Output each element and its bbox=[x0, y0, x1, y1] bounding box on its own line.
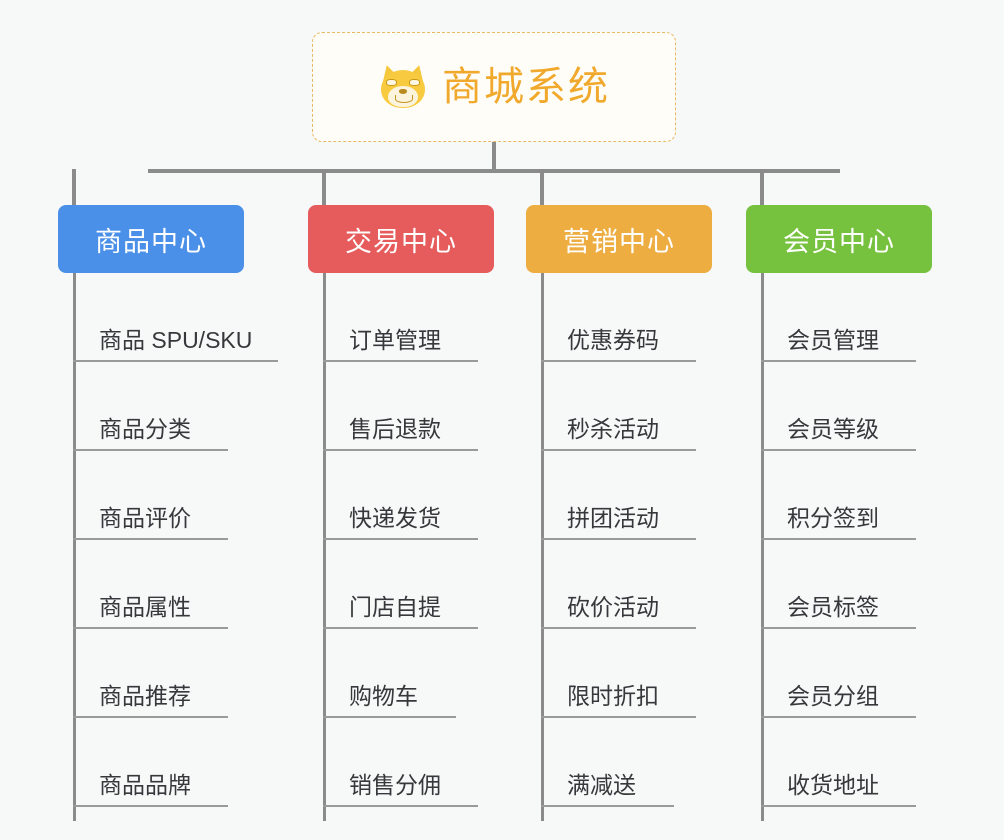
leaf-list-trade-center: 订单管理售后退款快递发货门店自提购物车销售分佣 bbox=[323, 273, 478, 807]
connector-drop-product-center bbox=[72, 169, 76, 205]
leaf-list-marketing-center: 优惠券码秒杀活动拼团活动砍价活动限时折扣满减送 bbox=[541, 273, 696, 807]
leaf-item-label: 优惠券码 bbox=[567, 327, 659, 353]
leaf-item-label: 秒杀活动 bbox=[567, 416, 659, 442]
leaf-item-label: 满减送 bbox=[567, 772, 636, 798]
connector-root-stem bbox=[492, 142, 496, 171]
leaf-item-label: 会员管理 bbox=[787, 327, 879, 353]
leaf-item[interactable]: 秒杀活动 bbox=[541, 362, 696, 451]
leaf-item[interactable]: 商品属性 bbox=[73, 540, 228, 629]
leaf-item-label: 订单管理 bbox=[349, 327, 441, 353]
leaf-item[interactable]: 订单管理 bbox=[323, 273, 478, 362]
branch-trunk-marketing-center bbox=[541, 273, 544, 821]
leaf-item-label: 售后退款 bbox=[349, 416, 441, 442]
shiba-inu-icon bbox=[378, 62, 428, 110]
leaf-item[interactable]: 拼团活动 bbox=[541, 451, 696, 540]
leaf-item-label: 门店自提 bbox=[349, 594, 441, 620]
branch-trunk-trade-center bbox=[323, 273, 326, 821]
leaf-item-label: 收货地址 bbox=[787, 772, 879, 798]
leaf-item[interactable]: 商品分类 bbox=[73, 362, 228, 451]
shiba-nose-icon bbox=[399, 89, 407, 94]
connector-drop-trade-center bbox=[322, 169, 326, 205]
leaf-item[interactable]: 收货地址 bbox=[761, 718, 916, 807]
leaf-item[interactable]: 积分签到 bbox=[761, 451, 916, 540]
leaf-item[interactable]: 购物车 bbox=[323, 629, 456, 718]
leaf-item-label: 商品评价 bbox=[99, 505, 191, 531]
leaf-item-label: 会员标签 bbox=[787, 594, 879, 620]
leaf-item[interactable]: 商品推荐 bbox=[73, 629, 228, 718]
branch-trunk-member-center bbox=[761, 273, 764, 821]
leaf-item-label: 限时折扣 bbox=[567, 683, 659, 709]
root-title: 商城系统 bbox=[442, 65, 610, 109]
leaf-item-label: 商品 SPU/SKU bbox=[99, 327, 253, 353]
leaf-item[interactable]: 会员标签 bbox=[761, 540, 916, 629]
leaf-item[interactable]: 商品评价 bbox=[73, 451, 228, 540]
leaf-item[interactable]: 优惠券码 bbox=[541, 273, 696, 362]
branch-trunk-product-center bbox=[73, 273, 76, 821]
leaf-item[interactable]: 商品品牌 bbox=[73, 718, 228, 807]
connector-drop-member-center bbox=[760, 169, 764, 205]
leaf-item[interactable]: 会员等级 bbox=[761, 362, 916, 451]
branch-product-center: 商品中心商品 SPU/SKU 商品分类商品评价商品属性商品推荐商品品牌 bbox=[58, 205, 278, 821]
leaf-item-label: 购物车 bbox=[349, 683, 418, 709]
branch-marketing-center: 营销中心优惠券码秒杀活动拼团活动砍价活动限时折扣满减送 bbox=[526, 205, 712, 821]
connector-drop-marketing-center bbox=[540, 169, 544, 205]
leaf-item[interactable]: 满减送 bbox=[541, 718, 674, 807]
leaf-item[interactable]: 会员管理 bbox=[761, 273, 916, 362]
leaf-item[interactable]: 商品 SPU/SKU bbox=[73, 273, 278, 362]
leaf-list-member-center: 会员管理会员等级积分签到会员标签会员分组收货地址 bbox=[761, 273, 916, 807]
leaf-item-label: 销售分佣 bbox=[349, 772, 441, 798]
branch-header-product-center[interactable]: 商品中心 bbox=[58, 205, 244, 273]
leaf-item-label: 会员分组 bbox=[787, 683, 879, 709]
leaf-item[interactable]: 快递发货 bbox=[323, 451, 478, 540]
branch-header-trade-center[interactable]: 交易中心 bbox=[308, 205, 494, 273]
shiba-eye-right-icon bbox=[409, 79, 420, 86]
leaf-item-label: 拼团活动 bbox=[567, 505, 659, 531]
shiba-eye-left-icon bbox=[386, 79, 397, 86]
branch-member-center: 会员中心会员管理会员等级积分签到会员标签会员分组收货地址 bbox=[746, 205, 932, 821]
branch-trade-center: 交易中心订单管理售后退款快递发货门店自提购物车销售分佣 bbox=[308, 205, 494, 821]
leaf-item-label: 商品分类 bbox=[99, 416, 191, 442]
shiba-mouth-icon bbox=[395, 95, 413, 103]
leaf-item[interactable]: 销售分佣 bbox=[323, 718, 478, 807]
root-node[interactable]: 商城系统 bbox=[312, 32, 676, 142]
leaf-list-product-center: 商品 SPU/SKU 商品分类商品评价商品属性商品推荐商品品牌 bbox=[73, 273, 278, 807]
leaf-item-label: 商品品牌 bbox=[99, 772, 191, 798]
leaf-item-label: 商品推荐 bbox=[99, 683, 191, 709]
branch-header-marketing-center[interactable]: 营销中心 bbox=[526, 205, 712, 273]
leaf-item[interactable]: 砍价活动 bbox=[541, 540, 696, 629]
leaf-item-label: 积分签到 bbox=[787, 505, 879, 531]
leaf-item[interactable]: 门店自提 bbox=[323, 540, 478, 629]
connector-horizontal-bus bbox=[148, 169, 840, 173]
leaf-item-label: 砍价活动 bbox=[567, 594, 659, 620]
leaf-item-label: 快递发货 bbox=[349, 505, 441, 531]
branch-header-member-center[interactable]: 会员中心 bbox=[746, 205, 932, 273]
leaf-item-label: 商品属性 bbox=[99, 594, 191, 620]
leaf-item[interactable]: 会员分组 bbox=[761, 629, 916, 718]
leaf-item[interactable]: 限时折扣 bbox=[541, 629, 696, 718]
leaf-item[interactable]: 售后退款 bbox=[323, 362, 478, 451]
leaf-item-label: 会员等级 bbox=[787, 416, 879, 442]
